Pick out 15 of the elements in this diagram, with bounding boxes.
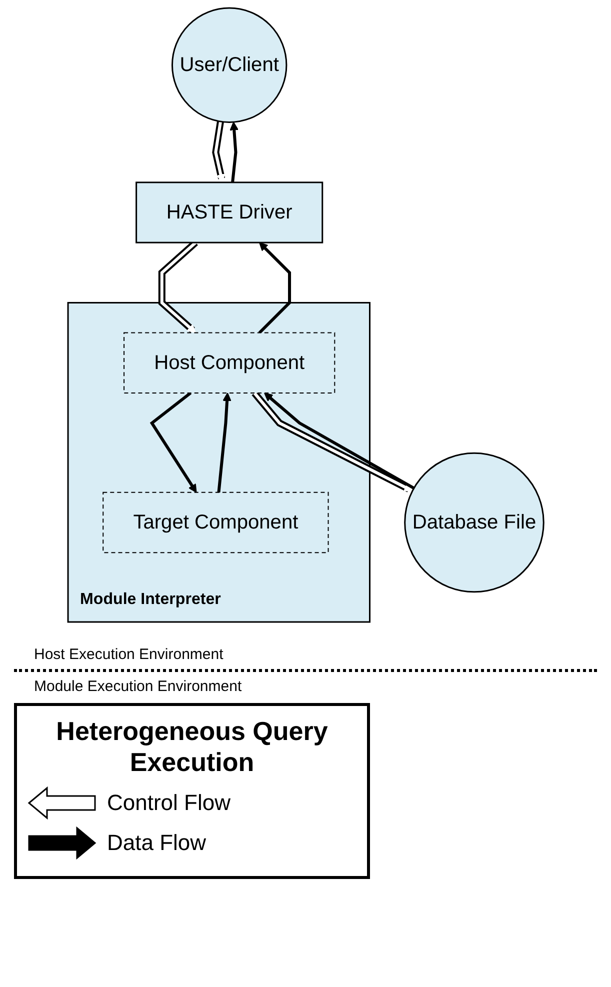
node-box: HASTE Driver [135,182,323,244]
node-circle: User/Client [171,7,287,123]
node-box: Host Component [123,332,335,394]
arrow [258,242,291,334]
arrow [150,392,196,493]
arrow [216,392,232,493]
legend-title: Heterogeneous Query Execution [55,716,329,778]
environment-label: Module Execution Environment [34,678,242,695]
legend-text: Control Flow [107,790,230,816]
arrow [229,122,238,183]
node-box: Target Component [102,492,328,554]
legend-text: Data Flow [107,830,206,856]
environment-label: Host Execution Environment [34,646,224,663]
node-circle: Database File [404,452,544,593]
arrow [160,241,196,334]
